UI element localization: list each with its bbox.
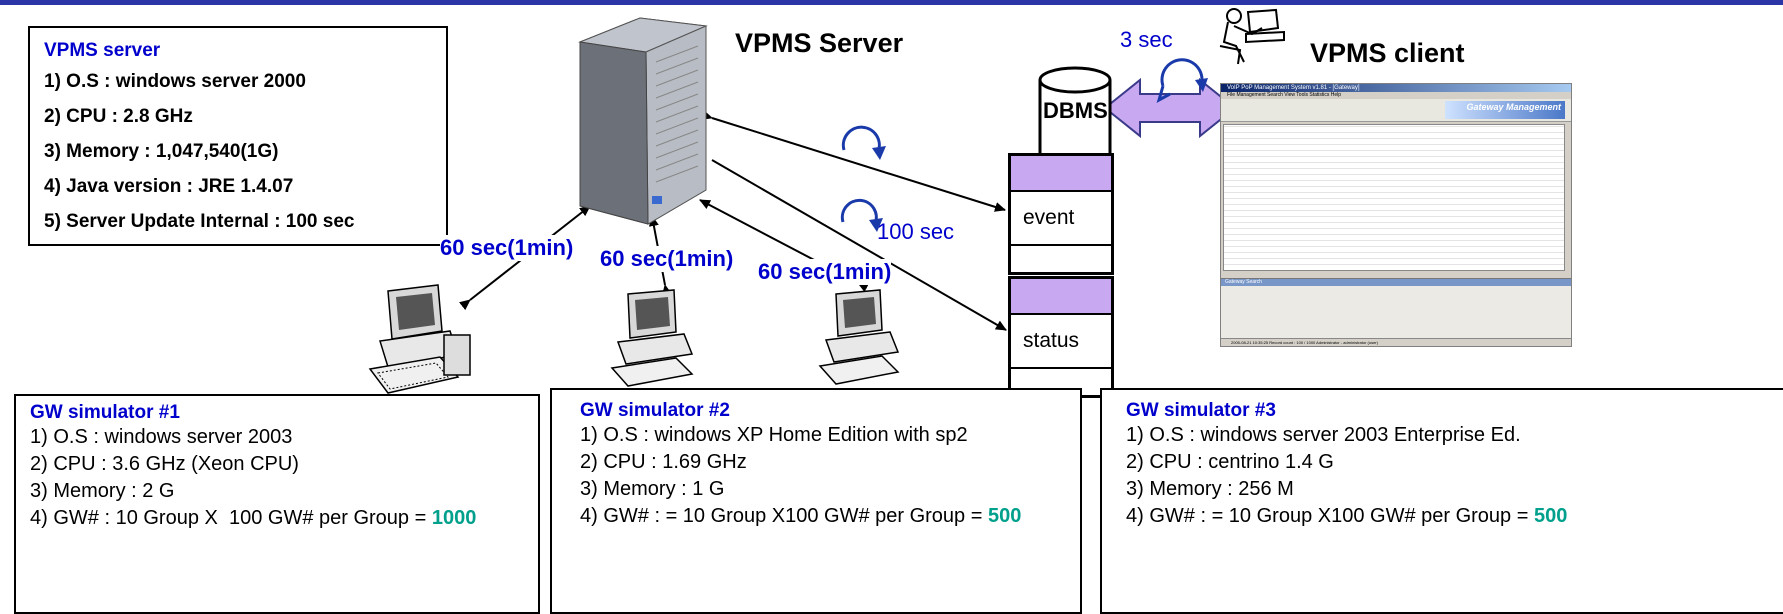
gw-simulator-line: 4) GW# : = 10 Group X100 GW# per Group =… xyxy=(1126,505,1783,532)
server-spec-line: 4) Java version : JRE 1.4.07 xyxy=(44,176,294,197)
event-table-label: event xyxy=(1011,192,1111,246)
client-app-screenshot: VoIP PoP Management System v1.81 - [Gate… xyxy=(1220,83,1572,347)
client-interval-label: 3 sec xyxy=(1120,27,1173,52)
gw2-interval-label: 60 sec(1min) xyxy=(600,246,734,272)
connection-arrows xyxy=(368,8,1285,394)
event-interval-label: 100 sec xyxy=(877,219,955,244)
client-label: VPMS client xyxy=(1310,38,1465,68)
server-spec-line: 5) Server Update Internal : 100 sec xyxy=(44,211,355,232)
gw-total-value: 500 xyxy=(1533,505,1568,527)
event-table: event xyxy=(1008,153,1114,275)
gw-count-text: 4) GW# : = 10 Group X100 GW# per Group = xyxy=(580,505,988,527)
gw-simulator-line: 2) CPU : 1.69 GHz xyxy=(580,451,747,473)
gw-simulator-line: 1) O.S : windows server 2003 xyxy=(30,426,293,448)
gw-simulator-title: GW simulator #1 xyxy=(30,402,180,423)
server-spec-line: 2) CPU : 2.8 GHz xyxy=(44,106,193,127)
desktop-pc-icon xyxy=(610,289,694,387)
server-spec-line: 1) O.S : windows server 2000 xyxy=(44,71,306,92)
gw-simulator-box: GW simulator #3 1) O.S : windows server … xyxy=(1100,388,1783,614)
refresh-icon xyxy=(840,198,878,225)
status-table: status xyxy=(1008,276,1114,398)
gw-count-text: 4) GW# : 10 Group X 100 GW# per Group = xyxy=(30,507,432,529)
desktop-pc-icon xyxy=(818,289,900,385)
gw-total-value: 1000 xyxy=(431,507,477,529)
gw1-interval-label: 60 sec(1min) xyxy=(440,235,574,261)
gw-total-value: 500 xyxy=(987,505,1022,527)
server-spec-box: VPMS server 1) O.S : windows server 2000… xyxy=(28,26,448,246)
gw-simulator-line: 1) O.S : windows XP Home Edition with sp… xyxy=(580,424,968,446)
gw-count-text: 4) GW# : = 10 Group X100 GW# per Group = xyxy=(1126,505,1534,527)
server-spec-line: 3) Memory : 1,047,540(1G) xyxy=(44,141,279,162)
gw-simulator-line: 3) Memory : 256 M xyxy=(1126,478,1294,500)
desktop-pc-icon xyxy=(368,284,471,394)
client-search-panel: Gateway Search xyxy=(1221,278,1571,339)
gw-simulator-line: 1) O.S : windows server 2003 Enterprise … xyxy=(1126,424,1521,446)
gw-simulator-box: GW simulator #2 1) O.S : windows XP Home… xyxy=(550,388,1082,614)
database-icon xyxy=(1038,66,1112,177)
client-grid xyxy=(1223,124,1565,271)
top-border xyxy=(0,0,1783,5)
gw-simulator-line: 4) GW# : = 10 Group X100 GW# per Group =… xyxy=(580,505,1080,532)
gw-simulator-box: GW simulator #1 1) O.S : windows server … xyxy=(14,394,540,614)
dbms-label: DBMS xyxy=(1043,98,1108,123)
event-table-header xyxy=(1011,156,1111,192)
status-table-label: status xyxy=(1011,315,1111,369)
gw3-interval-label: 60 sec(1min) xyxy=(758,259,892,285)
client-titlebar: VoIP PoP Management System v1.81 - [Gate… xyxy=(1221,84,1571,92)
user-at-desk-icon xyxy=(1219,8,1285,65)
gw-simulator-line: 4) GW# : 10 Group X 100 GW# per Group = … xyxy=(30,507,538,534)
gw-simulator-line: 3) Memory : 2 G xyxy=(30,480,175,502)
dbms-client-arrow xyxy=(1103,77,1237,139)
gw-simulator-line: 2) CPU : 3.6 GHz (Xeon CPU) xyxy=(30,453,299,475)
client-banner: Gateway Management xyxy=(1445,101,1565,119)
gw-simulator-title: GW simulator #2 xyxy=(580,400,730,421)
client-toolbar: Gateway Management xyxy=(1221,99,1571,122)
gw-simulator-line: 3) Memory : 1 G xyxy=(580,478,725,500)
gw-simulator-line: 2) CPU : centrino 1.4 G xyxy=(1126,451,1334,473)
server-spec-title: VPMS server xyxy=(44,40,161,61)
client-statusbar: 2005-08-21 10:35:25 Record count : 100 /… xyxy=(1221,338,1571,346)
client-search-title: Gateway Search xyxy=(1221,279,1571,286)
server-label: VPMS Server xyxy=(735,28,904,58)
gw-simulator-title: GW simulator #3 xyxy=(1126,400,1276,421)
refresh-icon xyxy=(841,125,881,153)
status-table-header xyxy=(1011,279,1111,315)
client-menubar: File Management Search View Tools Statis… xyxy=(1221,92,1571,99)
refresh-icon xyxy=(1160,58,1204,87)
server-tower-icon xyxy=(578,17,708,225)
